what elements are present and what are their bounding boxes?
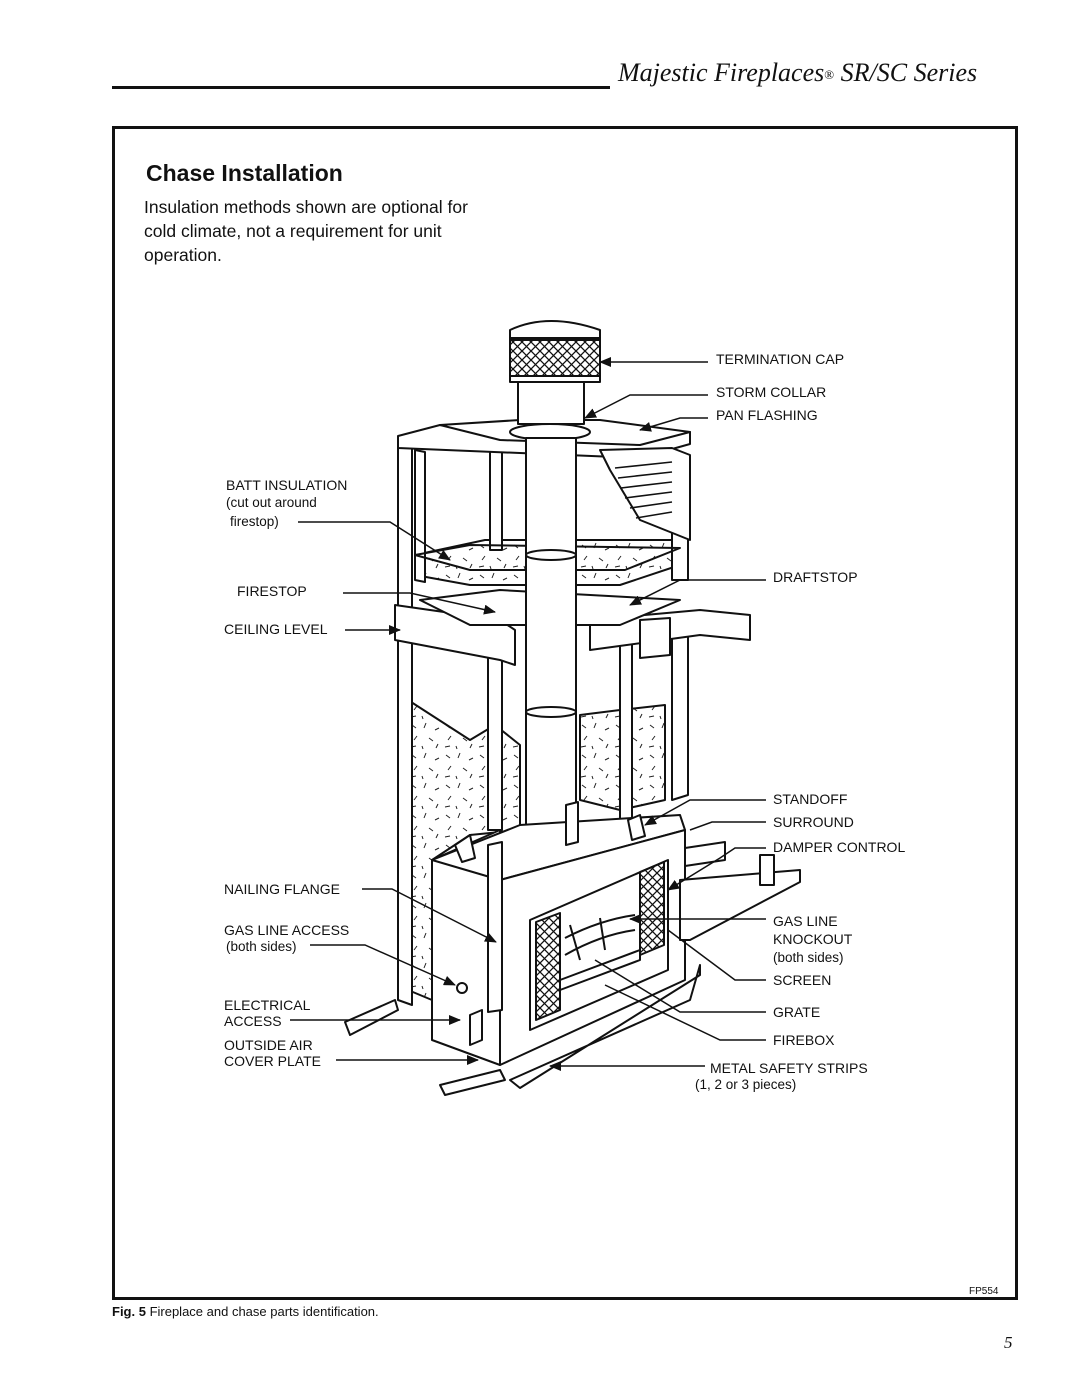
electrical-access-box	[469, 1009, 483, 1046]
label-damper-control: DAMPER CONTROL	[773, 839, 906, 855]
stud-back-mid	[619, 639, 633, 821]
header-rule	[112, 86, 610, 89]
label-firebox: FIREBOX	[773, 1032, 835, 1048]
label-electrical-access-1: ELECTRICAL	[224, 997, 311, 1013]
header-title-series: SR/SC Series	[834, 58, 978, 87]
stud-back-lower	[671, 629, 689, 801]
label-outside-air-1: OUTSIDE AIR	[224, 1037, 313, 1053]
figure-frame	[112, 126, 1018, 1300]
figure-caption-text: Fireplace and chase parts identification…	[145, 1304, 379, 1319]
nailing-flange-post	[487, 841, 503, 1013]
gas-line-knockout-circle	[456, 982, 468, 994]
label-standoff: STANDOFF	[773, 791, 848, 807]
damper-rod	[684, 841, 726, 867]
page-number: 5	[1004, 1333, 1013, 1352]
screen-left	[535, 912, 561, 1021]
termination-cap-top	[509, 320, 601, 341]
bottom-plate-front	[439, 1069, 506, 1096]
label-storm-collar: STORM COLLAR	[716, 384, 827, 400]
label-grate: GRATE	[773, 1004, 821, 1020]
damper-knob	[759, 854, 775, 886]
label-metal-safety-strips: METAL SAFETY STRIPS	[710, 1060, 868, 1076]
firebox-floor	[559, 949, 641, 991]
draftstop-plate	[414, 544, 681, 571]
stud-left-inner	[414, 449, 426, 583]
intro-text: Insulation methods shown are optional fo…	[144, 197, 468, 265]
header-title-main: Majestic Fireplaces	[618, 58, 825, 87]
header-title: Majestic Fireplaces® SR/SC Series	[618, 58, 977, 88]
standoff-right	[627, 814, 646, 841]
stud-front-lower	[487, 649, 503, 831]
stud-left-front	[397, 439, 413, 1006]
label-batt-insulation: BATT INSULATION	[226, 477, 348, 493]
stud-front-mid	[489, 449, 503, 551]
panel-corrugation	[614, 461, 673, 519]
label-gas-line-access: GAS LINE ACCESS	[224, 922, 350, 938]
label-gas-line-knockout-1: GAS LINE	[773, 913, 838, 929]
chase-structure	[344, 320, 801, 1096]
pipe-band-1	[525, 549, 577, 561]
label-gas-line-knockout-note: (both sides)	[773, 950, 844, 965]
label-metal-safety-strips-note: (1, 2 or 3 pieces)	[695, 1077, 797, 1092]
label-pan-flashing: PAN FLASHING	[716, 407, 818, 423]
label-termination-cap: TERMINATION CAP	[716, 351, 845, 367]
label-batt-insulation-note-1: (cut out around	[226, 495, 317, 510]
chimney-pipe	[525, 437, 577, 837]
label-screen: SCREEN	[773, 972, 832, 988]
termination-cap	[509, 337, 601, 379]
label-outside-air-2: COVER PLATE	[224, 1053, 321, 1069]
figure-caption: Fig. 5 Fireplace and chase parts identif…	[112, 1304, 379, 1319]
bottom-plate-left	[344, 999, 399, 1036]
registered-mark: ®	[824, 67, 835, 82]
label-ceiling-level: CEILING LEVEL	[224, 621, 328, 637]
label-nailing-flange: NAILING FLANGE	[224, 881, 340, 897]
standoff-left	[454, 834, 476, 863]
hearth-extension	[509, 964, 701, 1089]
storm-collar	[517, 379, 585, 425]
side-rail	[679, 869, 801, 941]
label-draftstop: DRAFTSTOP	[773, 569, 858, 585]
section-title: Chase Installation	[146, 160, 343, 186]
label-gas-line-knockout-2: KNOCKOUT	[773, 931, 853, 947]
chase-side-panel	[599, 447, 691, 541]
figure-code: FP554	[969, 1286, 999, 1297]
leader-lines	[290, 357, 766, 1071]
flange-front	[565, 801, 579, 846]
label-surround: SURROUND	[773, 814, 854, 830]
pipe-band-2	[525, 706, 577, 718]
figure-caption-number: Fig. 5	[112, 1304, 146, 1319]
ceiling-joist-3	[639, 617, 671, 659]
label-gas-line-access-note: (both sides)	[226, 939, 297, 954]
screen-right	[639, 861, 665, 956]
label-electrical-access-2: ACCESS	[224, 1013, 282, 1029]
grate	[564, 914, 636, 961]
label-batt-insulation-note-2: firestop)	[230, 514, 279, 529]
label-firestop: FIRESTOP	[237, 583, 307, 599]
